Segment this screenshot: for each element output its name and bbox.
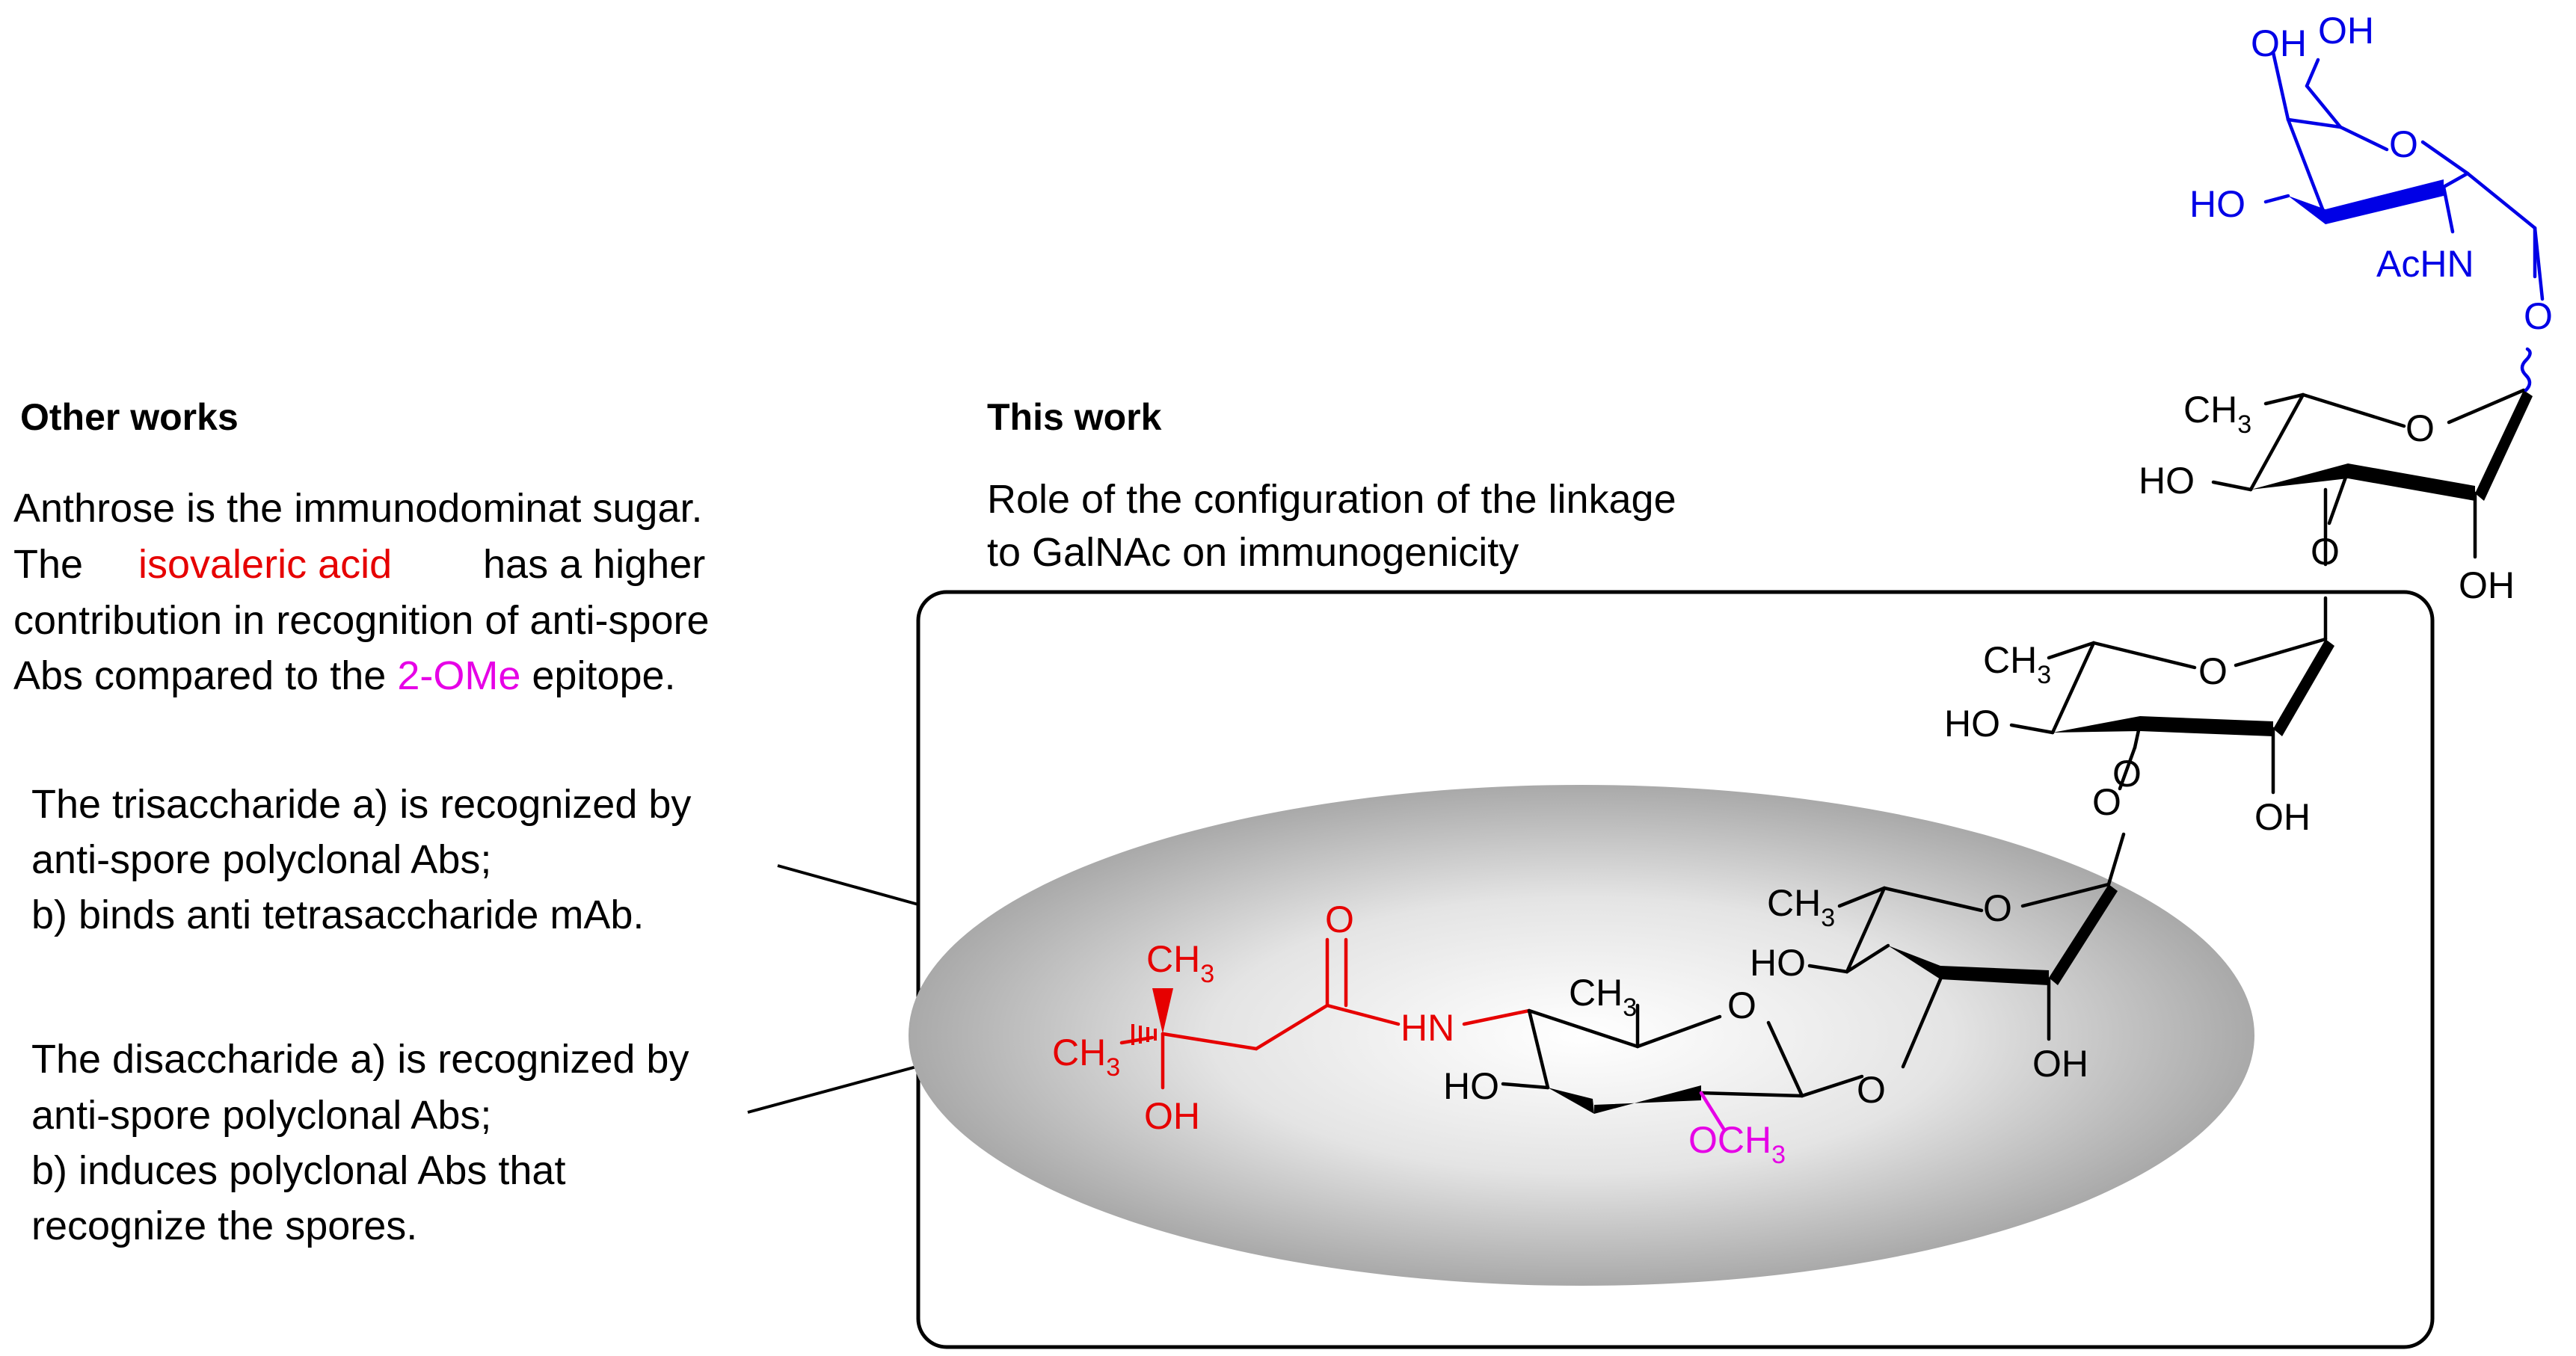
methoxy-group: OCH3 <box>1688 1119 1786 1169</box>
other-works-heading: Other works <box>20 396 239 438</box>
ring4-oxygen: O <box>2406 407 2435 449</box>
rhamnose-ring-4: CH3 O HO OH O <box>2139 347 2533 606</box>
ring1-hydroxyl: HO <box>1443 1065 1499 1107</box>
trisaccharide-line1: The trisaccharide a) is recognized by <box>31 782 691 827</box>
two-ome-label: 2-OMe <box>397 653 520 698</box>
galnac-ring-oxygen: O <box>2389 123 2418 165</box>
glycosidic-oxygen-1: O <box>1857 1069 1886 1111</box>
glycosidic-oxygen-2: O <box>2092 781 2121 823</box>
galnac-acetamido: AcHN <box>2376 243 2474 285</box>
isovaleric-acid-moiety: O CH3 CH3 OH HN <box>1052 899 1454 1137</box>
other-works-line4: Abs compared to the 2-OMe epitope. <box>13 653 676 698</box>
methyl-left: CH3 <box>1052 1032 1120 1082</box>
this-work-line2: to GalNAc on immunogenicity <box>987 530 1519 575</box>
rhamnose-ring-2: CH3 O HO OH O <box>1750 781 2126 1085</box>
hydroxyl-red: OH <box>1144 1095 1200 1137</box>
ring4-hydroxyl-left: HO <box>2139 460 2195 502</box>
amide-nh: HN <box>1401 1007 1454 1049</box>
ring3-hydroxyl-bottom: OH <box>2254 796 2311 838</box>
glycosidic-oxygen-3: O <box>2112 753 2142 795</box>
carbonyl-oxygen: O <box>1325 899 1354 940</box>
galnac-hydroxyl-6: OH <box>2318 10 2374 52</box>
disaccharide-line4: recognize the spores. <box>31 1204 417 1248</box>
ring2-hydroxyl-left: HO <box>1750 942 1806 984</box>
isovaleric-acid-label: isovaleric acid <box>138 542 392 587</box>
this-work-heading: This work <box>987 396 1162 438</box>
other-works-line2: The isovaleric acid has a higher <box>13 542 705 587</box>
ring2-hydroxyl-bottom: OH <box>2032 1043 2088 1085</box>
methyl-ring1: CH3 <box>1569 972 1637 1022</box>
ring3-hydroxyl-left: HO <box>1944 703 2000 745</box>
rhamnose-ring-3: CH3 O HO OH O <box>1944 596 2334 838</box>
ring4-hydroxyl-bottom: OH <box>2459 564 2515 606</box>
disaccharide-highlight-ellipse <box>909 785 2254 1286</box>
other-works-line3: contribution in recognition of anti-spor… <box>13 598 710 643</box>
trisaccharide-line3: b) binds anti tetrasaccharide mAb. <box>31 893 644 937</box>
ring3-oxygen: O <box>2198 650 2228 692</box>
this-work-frame <box>916 590 2435 1349</box>
disaccharide-line1: The disaccharide a) is recognized by <box>31 1037 689 1082</box>
other-works-line1: Anthrose is the immunodominat sugar. <box>13 486 702 531</box>
galnac-ring: OH OH O HO AcHN O <box>2189 10 2553 337</box>
methyl-ring3: CH3 <box>1983 639 2051 689</box>
methyl-ring2: CH3 <box>1767 882 1835 932</box>
glycosidic-oxygen-4: O <box>2311 531 2340 573</box>
this-work-line1: Role of the configuration of the linkage <box>987 477 1676 522</box>
ring2-oxygen: O <box>1983 887 2012 929</box>
galnac-anomeric-oxygen: O <box>2524 295 2553 337</box>
trisaccharide-line2: anti-spore polyclonal Abs; <box>31 837 491 882</box>
galnac-hydroxyl-4: OH <box>2251 22 2307 64</box>
anthrose-ring: CH3 O HO OCH3 O <box>1443 972 1886 1169</box>
disaccharide-line2: anti-spore polyclonal Abs; <box>31 1093 491 1138</box>
disaccharide-line3: b) induces polyclonal Abs that <box>31 1148 565 1193</box>
galnac-hydroxyl-3: HO <box>2189 183 2245 225</box>
methyl-wedge <box>1152 988 1173 1034</box>
ring1-oxygen: O <box>1727 984 1756 1026</box>
methyl-ring4: CH3 <box>2183 389 2251 439</box>
trisaccharide-leader-line <box>777 864 919 906</box>
methyl-top: CH3 <box>1146 938 1214 988</box>
